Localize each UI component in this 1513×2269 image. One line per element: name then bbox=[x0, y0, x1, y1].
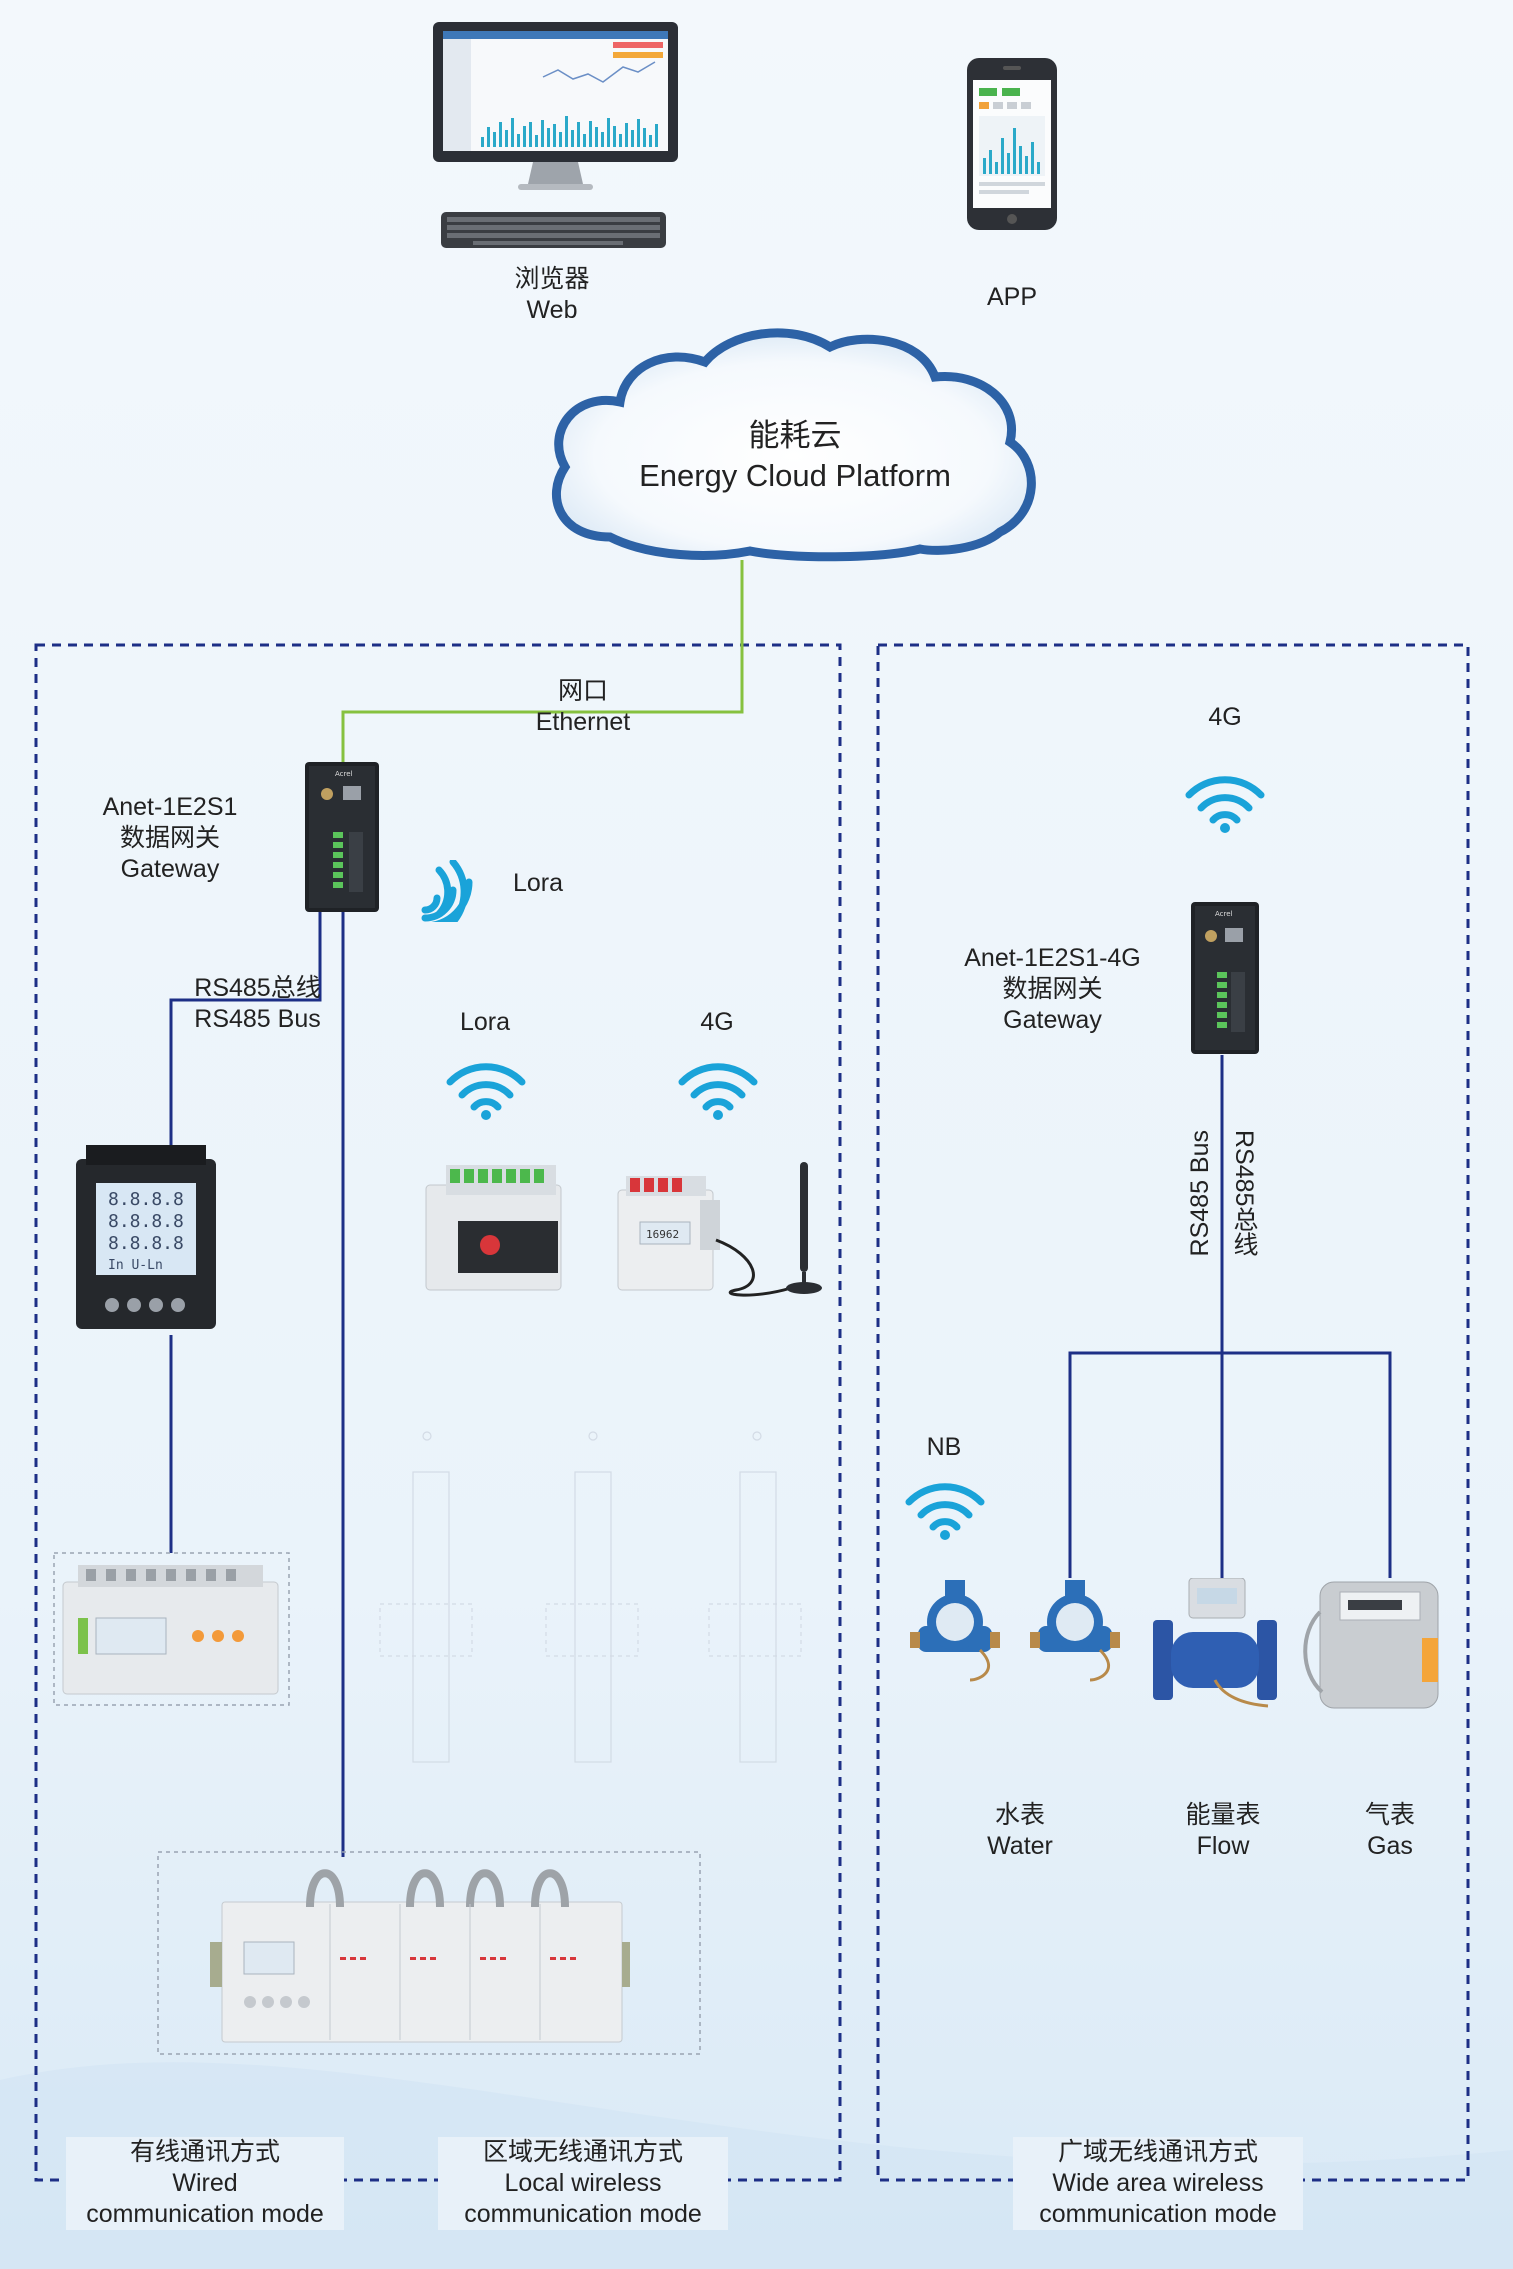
label-water: 水表 Water bbox=[987, 1801, 1053, 1860]
label-rs485-left: RS485总线 RS485 Bus bbox=[194, 974, 321, 1033]
rs485-bus-right-branch bbox=[1068, 1351, 1392, 1578]
label-gateway-right: Anet-1E2S1-4G 数据网关 Gateway bbox=[964, 944, 1141, 1034]
smartphone-icon bbox=[967, 58, 1057, 230]
label-cloud-cn: 能耗云 bbox=[748, 418, 842, 453]
label-mode-wide: 广域无线通讯方式 Wide area wireless communicatio… bbox=[1013, 2137, 1303, 2230]
label-mode-wired: 有线通讯方式 Wired communication mode bbox=[66, 2137, 344, 2230]
wifi-icon-4g bbox=[678, 1063, 758, 1120]
meter-frame-din bbox=[53, 1552, 290, 1706]
label-nb: NB bbox=[926, 1433, 962, 1461]
label-lora-meter: Lora bbox=[459, 1008, 511, 1036]
cloud-icon bbox=[552, 328, 1036, 562]
wifi-icon-4g-top bbox=[1185, 776, 1265, 833]
label-gas: 气表 Gas bbox=[1364, 1801, 1415, 1860]
lora-meter-device bbox=[425, 1165, 562, 1291]
label-ethernet: 网口 Ethernet bbox=[503, 676, 663, 738]
region-box-right bbox=[876, 643, 1470, 2182]
label-cloud: 能耗云 Energy Cloud Platform bbox=[580, 416, 1010, 496]
label-web-en: Web bbox=[526, 296, 578, 324]
lora-signal-icon bbox=[421, 860, 473, 922]
svg-text:8.8.8.8: 8.8.8.8 bbox=[108, 1189, 184, 1210]
label-flow: 能量表 Flow bbox=[1185, 1801, 1261, 1860]
water-meter-device-2 bbox=[1030, 1580, 1120, 1682]
panel-meter-device: 8.8.8.88.8.8.88.8.8.8In U-Ln bbox=[76, 1145, 216, 1329]
label-gateway-left: Anet-1E2S1 数据网关 Gateway bbox=[102, 793, 238, 883]
rs485-bus-left-top bbox=[169, 908, 322, 1145]
svg-text:In U-Ln: In U-Ln bbox=[108, 1258, 163, 1273]
label-4g-meter: 4G bbox=[700, 1008, 734, 1036]
label-ethernet-cn: 网口 bbox=[557, 677, 608, 705]
svg-text:8.8.8.8: 8.8.8.8 bbox=[108, 1211, 184, 1232]
label-lora-gateway: Lora bbox=[512, 869, 564, 897]
meter-frame-multi bbox=[157, 1851, 701, 2055]
flow-meter-device bbox=[1153, 1578, 1277, 1708]
label-cloud-en: Energy Cloud Platform bbox=[639, 458, 951, 493]
gateway-device-right: Acrel bbox=[1191, 902, 1259, 1054]
gateway-device-left: Acrel bbox=[305, 762, 379, 912]
gas-meter-device bbox=[1303, 1581, 1439, 1709]
label-mode-local: 区域无线通讯方式 Local wireless communication mo… bbox=[438, 2137, 728, 2230]
label-ethernet-en: Ethernet bbox=[535, 708, 631, 736]
svg-text:16962: 16962 bbox=[646, 1228, 679, 1241]
label-rs485-right-en: RS485 Bus bbox=[1186, 1130, 1214, 1257]
label-app: APP bbox=[986, 283, 1038, 311]
multi-channel-meter-device bbox=[210, 1869, 630, 2043]
wifi-icon-nb bbox=[905, 1483, 985, 1540]
label-rs485-right-cn: RS485总线 bbox=[1230, 1130, 1258, 1257]
water-meter-device-1 bbox=[910, 1580, 1000, 1682]
svg-text:Acrel: Acrel bbox=[1215, 910, 1233, 918]
faint-placeholders bbox=[379, 1431, 802, 1763]
svg-text:Acrel: Acrel bbox=[335, 770, 353, 778]
svg-text:8.8.8.8: 8.8.8.8 bbox=[108, 1233, 184, 1254]
desktop-computer-icon bbox=[433, 22, 678, 248]
label-web-cn: 浏览器 bbox=[514, 265, 590, 293]
label-web: 浏览器 Web bbox=[492, 264, 612, 326]
din-rail-meter-device bbox=[62, 1565, 279, 1695]
4g-meter-device: 16962 bbox=[617, 1162, 822, 1297]
wifi-icon-lora bbox=[446, 1063, 526, 1120]
label-4g-top: 4G bbox=[1208, 703, 1242, 731]
ethernet-line bbox=[341, 560, 744, 768]
